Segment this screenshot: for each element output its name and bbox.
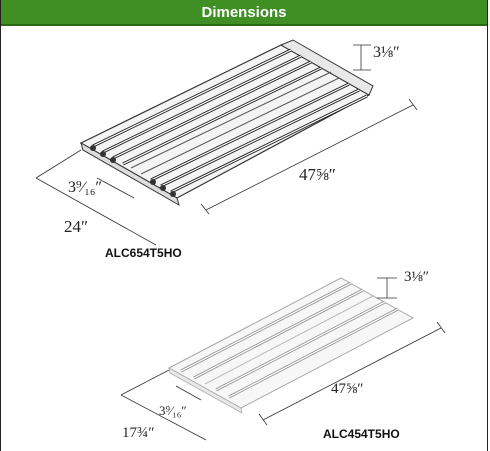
- top-length-dim: 47⅝″: [299, 165, 336, 184]
- bottom-height-dim: 3⅛″: [404, 269, 429, 285]
- bottom-width-dim: 17¾″: [122, 425, 155, 441]
- section-title: Dimensions: [201, 3, 287, 21]
- top-width-dim: 24″: [64, 217, 88, 236]
- section-header: Dimensions: [1, 0, 487, 26]
- bottom-model-label: ALC454T5HO: [323, 427, 400, 441]
- top-lamp-spacing-dim: 3⁹⁄₁₆″: [68, 179, 102, 196]
- top-model-label: ALC654T5HO: [105, 246, 182, 260]
- bottom-length-dim: 47⅝″: [331, 381, 364, 397]
- bottom-lamp-spacing-dim: 3⁹⁄₁₆″: [159, 403, 187, 418]
- top-height-dim: 3⅛″: [373, 44, 400, 61]
- fixture-4-lamp-drawing: [120, 277, 446, 441]
- fixture-6-lamp-drawing: [35, 39, 418, 246]
